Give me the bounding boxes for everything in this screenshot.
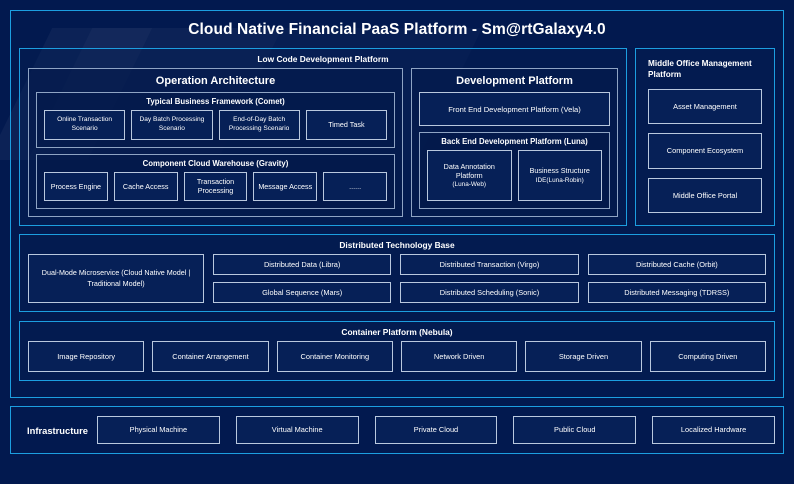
distributed-technology-base-title: Distributed Technology Base [339, 240, 455, 250]
chip-end-of-day-batch-processing-scenario[interactable]: End-of-Day Batch Processing Scenario [218, 110, 300, 140]
chip-day-batch-processing-scenario[interactable]: Day Batch Processing Scenario [131, 110, 213, 140]
luna-title: Back End Development Platform (Luna) [441, 137, 588, 146]
chip-private-cloud[interactable]: Private Cloud [374, 416, 498, 444]
comet-title: Typical Business Framework (Comet) [146, 97, 285, 106]
dtb-column-1: Distributed Data (Libra) Global Sequence… [213, 254, 392, 303]
chip-public-cloud[interactable]: Public Cloud [513, 416, 637, 444]
dtb-column-2: Distributed Transaction (Virgo) Distribu… [400, 254, 579, 303]
chip-distributed-transaction[interactable]: Distributed Transaction (Virgo) [400, 254, 579, 275]
chip-distributed-data[interactable]: Distributed Data (Libra) [213, 254, 392, 275]
low-code-body: Operation Architecture Typical Business … [20, 68, 626, 225]
development-platform-group: Development Platform Front End Developme… [411, 68, 618, 217]
gravity-items: Process Engine Cache Access Transaction … [37, 171, 394, 209]
dual-mode-microservice-wrap: Dual-Mode Microservice (Cloud Native Mod… [28, 254, 204, 303]
chip-localized-hardware[interactable]: Localized Hardware [652, 416, 775, 444]
container-platform-title: Container Platform (Nebula) [341, 327, 453, 337]
chip-component-ecosystem[interactable]: Component Ecosystem [648, 133, 762, 169]
chip-more-ellipsis[interactable]: ...... [323, 171, 387, 201]
chip-network-driven[interactable]: Network Driven [400, 341, 518, 372]
top-row: Low Code Development Platform Operation … [19, 48, 775, 226]
chip-computing-driven[interactable]: Computing Driven [649, 341, 766, 372]
chip-distributed-scheduling[interactable]: Distributed Scheduling (Sonic) [400, 282, 579, 303]
chip-business-structure-name: Business Structure [529, 166, 590, 176]
chip-image-repository[interactable]: Image Repository [28, 341, 145, 372]
back-end-development-platform-group: Back End Development Platform (Luna) Dat… [419, 132, 610, 209]
chip-timed-task[interactable]: Timed Task [305, 110, 387, 140]
chip-data-annotation-platform-code: (Luna-Web) [452, 181, 487, 189]
luna-items: Data Annotation Platform (Luna-Web) Busi… [420, 150, 609, 208]
operation-architecture-title: Operation Architecture [155, 75, 276, 87]
chip-middle-office-portal[interactable]: Middle Office Portal [648, 177, 762, 213]
platform-frame: Cloud Native Financial PaaS Platform - S… [10, 10, 784, 398]
operation-architecture-group: Operation Architecture Typical Business … [28, 68, 403, 217]
chip-container-arrangement[interactable]: Container Arrangement [152, 341, 269, 372]
chip-data-annotation-platform-name: Data Annotation Platform [443, 161, 495, 180]
component-cloud-warehouse-group: Component Cloud Warehouse (Gravity) Proc… [36, 153, 395, 209]
container-platform-items: Image Repository Container Arrangement C… [20, 341, 774, 380]
gravity-title: Component Cloud Warehouse (Gravity) [142, 158, 289, 168]
dtb-column-3: Distributed Cache (Orbit) Distributed Me… [587, 254, 766, 303]
chip-physical-machine[interactable]: Physical Machine [97, 416, 220, 444]
chip-business-structure-code: IDE(Luna-Robin) [535, 176, 584, 184]
chip-virtual-machine[interactable]: Virtual Machine [235, 416, 359, 444]
middle-office-management-platform-panel: Middle Office Management Platform Asset … [635, 48, 775, 226]
infrastructure-label: Infrastructure [27, 424, 88, 436]
chip-dual-mode-microservice[interactable]: Dual-Mode Microservice (Cloud Native Mod… [28, 254, 204, 303]
chip-online-transaction-scenario[interactable]: Online Transaction Scenario [44, 110, 126, 140]
development-platform-title: Development Platform [456, 75, 573, 87]
infrastructure-frame: Infrastructure Physical Machine Virtual … [10, 406, 784, 454]
low-code-platform-title: Low Code Development Platform [257, 54, 389, 64]
typical-business-framework-group: Typical Business Framework (Comet) Onlin… [36, 92, 395, 148]
infrastructure-items: Physical Machine Virtual Machine Private… [97, 416, 775, 444]
chip-front-end-development-platform[interactable]: Front End Development Platform (Vela) [419, 92, 610, 126]
development-platform-body: Front End Development Platform (Vela) Ba… [412, 92, 617, 216]
chip-distributed-messaging[interactable]: Distributed Messaging (TDRSS) [587, 282, 766, 303]
chip-global-sequence[interactable]: Global Sequence (Mars) [213, 282, 392, 303]
chip-cache-access[interactable]: Cache Access [113, 171, 178, 201]
chip-business-structure-ide[interactable]: Business Structure IDE(Luna-Robin) [517, 150, 602, 201]
container-platform-panel: Container Platform (Nebula) Image Reposi… [19, 321, 775, 381]
comet-items: Online Transaction Scenario Day Batch Pr… [37, 110, 394, 147]
chip-distributed-cache[interactable]: Distributed Cache (Orbit) [587, 254, 766, 275]
chip-asset-management[interactable]: Asset Management [648, 88, 762, 125]
chip-storage-driven[interactable]: Storage Driven [525, 341, 642, 372]
middle-office-items: Asset Management Component Ecosystem Mid… [636, 88, 774, 225]
low-code-development-platform-panel: Low Code Development Platform Operation … [19, 48, 627, 226]
chip-data-annotation-platform[interactable]: Data Annotation Platform (Luna-Web) [427, 150, 512, 201]
chip-container-monitoring[interactable]: Container Monitoring [276, 341, 393, 372]
chip-process-engine[interactable]: Process Engine [44, 171, 108, 201]
distributed-technology-base-body: Dual-Mode Microservice (Cloud Native Mod… [20, 254, 774, 311]
chip-message-access[interactable]: Message Access [253, 171, 318, 201]
page-title: Cloud Native Financial PaaS Platform - S… [188, 21, 606, 38]
middle-office-title: Middle Office Management Platform [648, 59, 752, 80]
distributed-technology-base-panel: Distributed Technology Base Dual-Mode Mi… [19, 234, 775, 312]
operation-architecture-body: Typical Business Framework (Comet) Onlin… [29, 92, 402, 216]
chip-transaction-processing[interactable]: Transaction Processing [183, 171, 248, 201]
